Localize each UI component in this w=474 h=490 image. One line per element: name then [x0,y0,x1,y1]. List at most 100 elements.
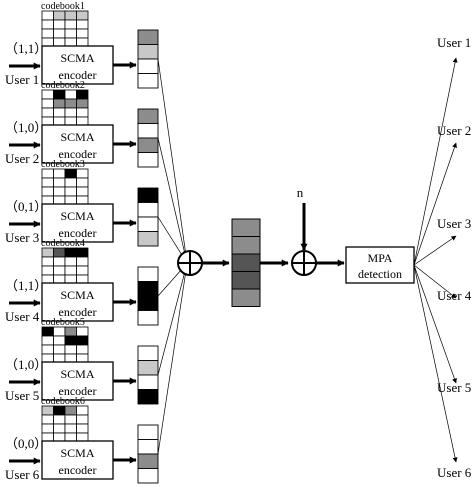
codebook-cell [41,19,54,30]
codebook-cell [41,344,54,355]
input-bits: （1,1） [5,278,47,293]
codebook-cell [76,247,89,258]
codeword-cell [137,374,159,390]
codebook-cell [53,186,66,197]
combined-signal-cell [231,218,261,237]
encoder-label-line2: encoder [59,68,97,82]
codeword-cell [137,345,159,361]
input-user-label: User 6 [5,467,40,482]
codebook-cell [64,326,77,337]
codeword-to-adder-line [157,137,188,259]
codebook-cell [53,344,66,355]
input-bits: （1,0） [5,120,47,135]
output-user-label: User 6 [437,465,472,480]
encoder-label-line2: encoder [59,226,97,240]
codebook-cell [64,344,77,355]
codebook-cell [41,186,54,197]
mpa-output-line [413,264,457,384]
codebook-cell [64,107,77,118]
codebook-cell [76,98,89,109]
codebook-cell [53,98,66,109]
codebook-cell [76,19,89,30]
encoder-label-line2: encoder [59,463,97,477]
codebook-cell [53,414,66,425]
codebook-cell [41,107,54,118]
codebook-label: codebook1 [41,1,85,12]
codebook-cell [76,89,89,100]
mpa-output-line [413,264,457,299]
codebook-cell [41,423,54,434]
codebook-cell [41,405,54,416]
codebook-cell [64,19,77,30]
input-bits: （0,0） [5,436,47,451]
input-user-label: User 3 [5,230,39,245]
codeword-cell [137,453,159,469]
codebook-cell [53,168,66,179]
encoder-label-line2: encoder [59,305,97,319]
codeword-cell [137,266,159,282]
codeword-cell [137,281,159,297]
codebook-cell [41,98,54,109]
encoder-box [41,282,114,322]
codeword-cell [137,360,159,376]
codeword-cell [137,108,159,124]
codebook-label: codebook4 [41,238,85,249]
codebook-cell [53,177,66,188]
input-user-label: User 1 [5,72,39,87]
codebook-cell [64,265,77,276]
adder-2 [291,250,317,276]
codebook-cell [41,89,54,100]
encoder-label-line2: encoder [59,384,97,398]
codeword-cell [137,424,159,440]
encoder-label-line1: SCMA [60,367,94,381]
codeword-cell [137,310,159,326]
codebook-cell [64,405,77,416]
codeword-cell [137,137,159,153]
codebook-label: codebook6 [41,396,85,407]
user-chains: codebook1（1,1）User 1SCMAencodercodebook2… [5,1,188,484]
input-bits: （1,0） [5,357,47,372]
codebook-cell [76,344,89,355]
codebook-cell [53,107,66,118]
user-chain-6: codebook6 （0,0） User 6 SCMA encoder [5,270,188,484]
combined-signal-cell [231,288,261,307]
codebook-cell [53,256,66,267]
mpa-label-line1: MPA [368,251,393,265]
codebook-cell [76,177,89,188]
input-bits: （1,1） [5,41,47,56]
codeword-cell [137,202,159,218]
codebook-cell [64,28,77,39]
encoder-label-line1: SCMA [60,130,94,144]
combined-signal-cell [231,236,261,255]
mpa-output-line [413,142,457,266]
codebook-cell [76,256,89,267]
codeword-cell [137,187,159,203]
codeword-cell [137,73,159,89]
encoder-box [41,203,114,243]
encoder-box [41,361,114,401]
output-user-label: User 5 [437,380,471,395]
codebook-cell [41,256,54,267]
adder-1 [177,250,203,276]
encoder-label-line2: encoder [59,147,97,161]
codebook-cell [76,414,89,425]
codebook-cell [76,335,89,346]
codebook-cell [41,265,54,276]
codeword-cell [137,44,159,60]
codeword-to-adder-line [157,267,188,376]
codebook-cell [53,28,66,39]
codeword-to-adder-line [157,270,188,455]
codebook-cell [64,423,77,434]
codebook-cell [64,247,77,258]
input-user-label: User 2 [5,151,39,166]
codebook-cell [64,168,77,179]
codeword-cell [137,123,159,139]
input-bits: （0,1） [5,199,47,214]
mpa-output-line [413,264,458,463]
encoder-box [41,440,114,480]
